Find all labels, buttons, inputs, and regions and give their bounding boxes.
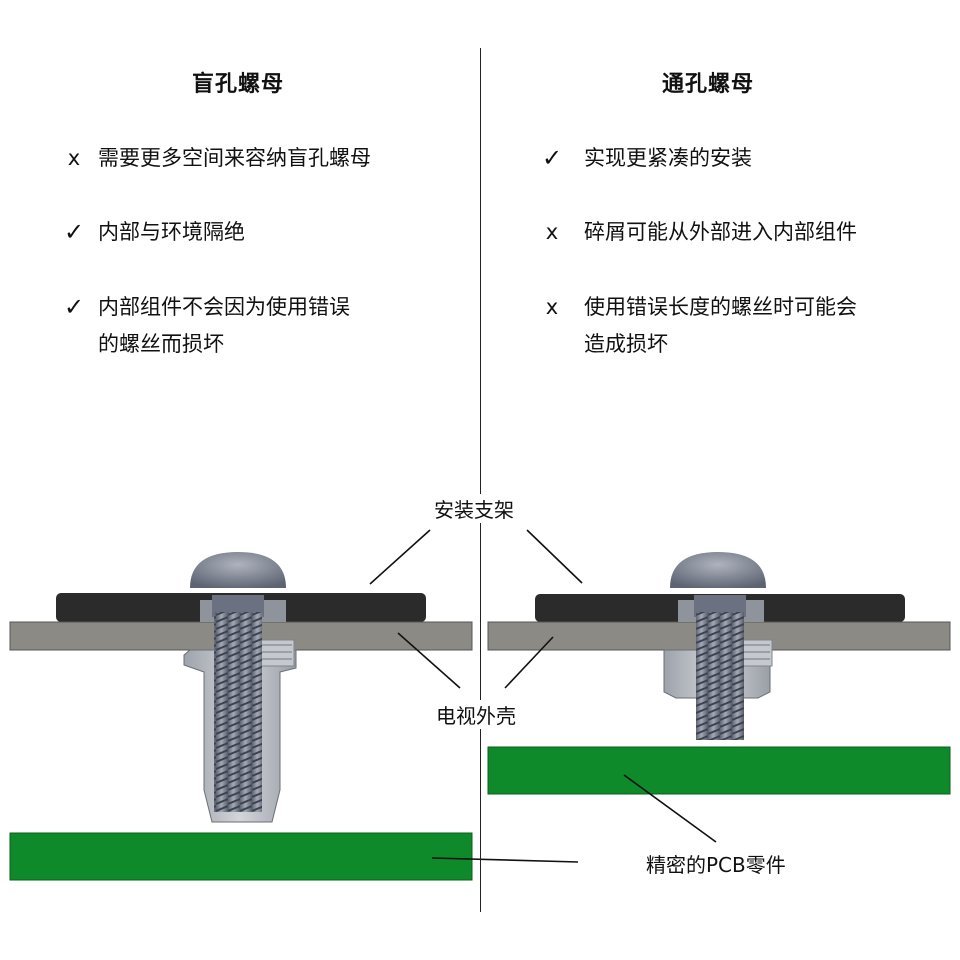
left-screw (190, 552, 286, 812)
pcb-leader-left (431, 857, 579, 863)
right-item-2-text: 碎屑可能从外部进入内部组件 (584, 220, 857, 244)
left-item-3-line-2: 的螺丝而损坏 (98, 332, 224, 356)
left-item-1-text: 需要更多空间来容纳盲孔螺母 (98, 146, 371, 170)
right-item-3-line-1: 使用错误长度的螺丝时可能会 (584, 295, 857, 319)
bracket-leader-right (526, 529, 583, 584)
check-icon: ✓ (541, 144, 563, 172)
cross-icon: x (545, 220, 559, 244)
left-pcb (9, 832, 473, 881)
label-tv-housing: 电视外壳 (432, 700, 520, 729)
right-pcb (487, 746, 951, 795)
left-item-2-text: 内部与环境隔绝 (98, 220, 245, 244)
right-column-title: 通孔螺母 (661, 72, 754, 97)
check-icon: ✓ (63, 293, 85, 321)
bracket-leader-left (369, 529, 431, 585)
left-column-title: 盲孔螺母 (191, 72, 284, 97)
cross-icon: x (545, 295, 559, 319)
housing-leader-left (397, 632, 461, 689)
right-item-3-line-2: 造成损坏 (584, 332, 668, 356)
label-pcb: 精密的PCB零件 (642, 849, 790, 878)
cross-icon: x (67, 146, 81, 170)
pcb-leader-right (623, 774, 717, 843)
left-item-3-line-1: 内部组件不会因为使用错误 (98, 295, 350, 319)
center-divider (480, 48, 481, 912)
check-icon: ✓ (63, 218, 85, 246)
right-screw (670, 552, 766, 740)
label-mounting-bracket: 安装支架 (430, 494, 518, 523)
right-item-1-text: 实现更紧凑的安装 (584, 146, 752, 170)
housing-leader-right (504, 636, 554, 689)
